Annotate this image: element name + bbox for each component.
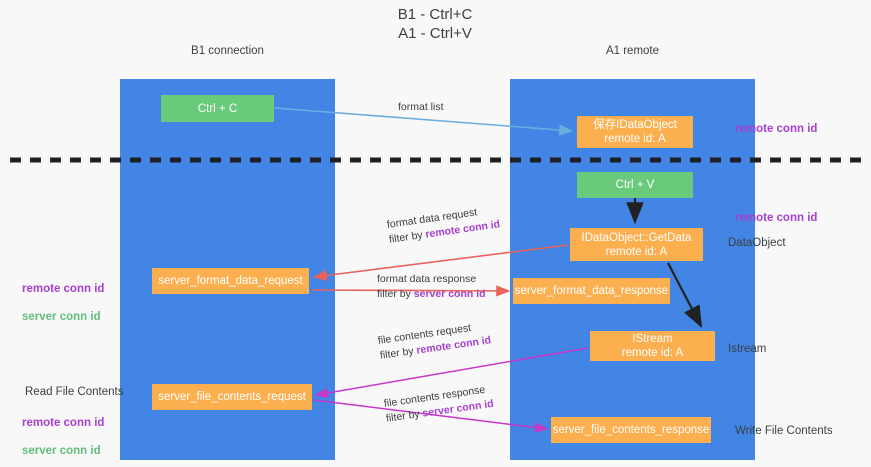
label-remote-conn-id-top: remote conn id (735, 123, 818, 135)
label-left-conn-ids: remote conn id server conn id (22, 268, 104, 324)
edge-label-file-contents-request: file contents request filter by remote c… (377, 318, 492, 363)
node-idataobject-getdata[interactable]: IDataObject::GetData remote id: A (570, 228, 703, 261)
label-remote-conn-id-left-2: remote conn id (22, 417, 105, 429)
node-server-file-contents-request[interactable]: server_file_contents_request (152, 384, 312, 410)
node-save-idataobject[interactable]: 保存IDataObject remote id: A (577, 116, 693, 148)
node-server-file-contents-response[interactable]: server_file_contents_response (551, 417, 711, 443)
label-left-conn-ids-2: remote conn id server conn id (22, 402, 104, 458)
swimlane-header-a1: A1 remote (605, 45, 660, 57)
edge-label-format-data-request: format data request filter by remote con… (386, 202, 501, 247)
node-istream[interactable]: IStream remote id: A (590, 331, 715, 361)
edge-label-format-data-response: format data response filter by server co… (377, 272, 486, 302)
label-write-file-contents: Write File Contents (735, 425, 833, 437)
node-ctrl-c[interactable]: Ctrl + C (161, 95, 274, 122)
edge-label-file-contents-response: file contents response filter by server … (383, 382, 495, 427)
label-istream: Istream (728, 343, 767, 355)
edge-label-format-list: format list (398, 101, 444, 113)
edge-label-main: format data response (377, 273, 477, 285)
label-remote-conn-id-left: remote conn id (22, 283, 105, 295)
label-remote-conn-id-mid: remote conn id (735, 212, 818, 224)
node-server-format-data-request[interactable]: server_format_data_request (152, 268, 309, 294)
label-server-conn-id-left: server conn id (22, 311, 101, 323)
diagram-title: B1 - Ctrl+C A1 - Ctrl+V (397, 6, 473, 42)
edge-label-filter: filter by server conn id (377, 288, 486, 300)
node-server-format-data-response[interactable]: server_format_data_response (513, 278, 670, 304)
node-ctrl-v[interactable]: Ctrl + V (577, 172, 693, 198)
label-dataobject: DataObject (728, 237, 786, 249)
swimlane-header-b1: B1 connection (191, 45, 264, 57)
label-server-conn-id-left-2: server conn id (22, 445, 101, 457)
label-read-file-contents: Read File Contents (25, 386, 124, 398)
